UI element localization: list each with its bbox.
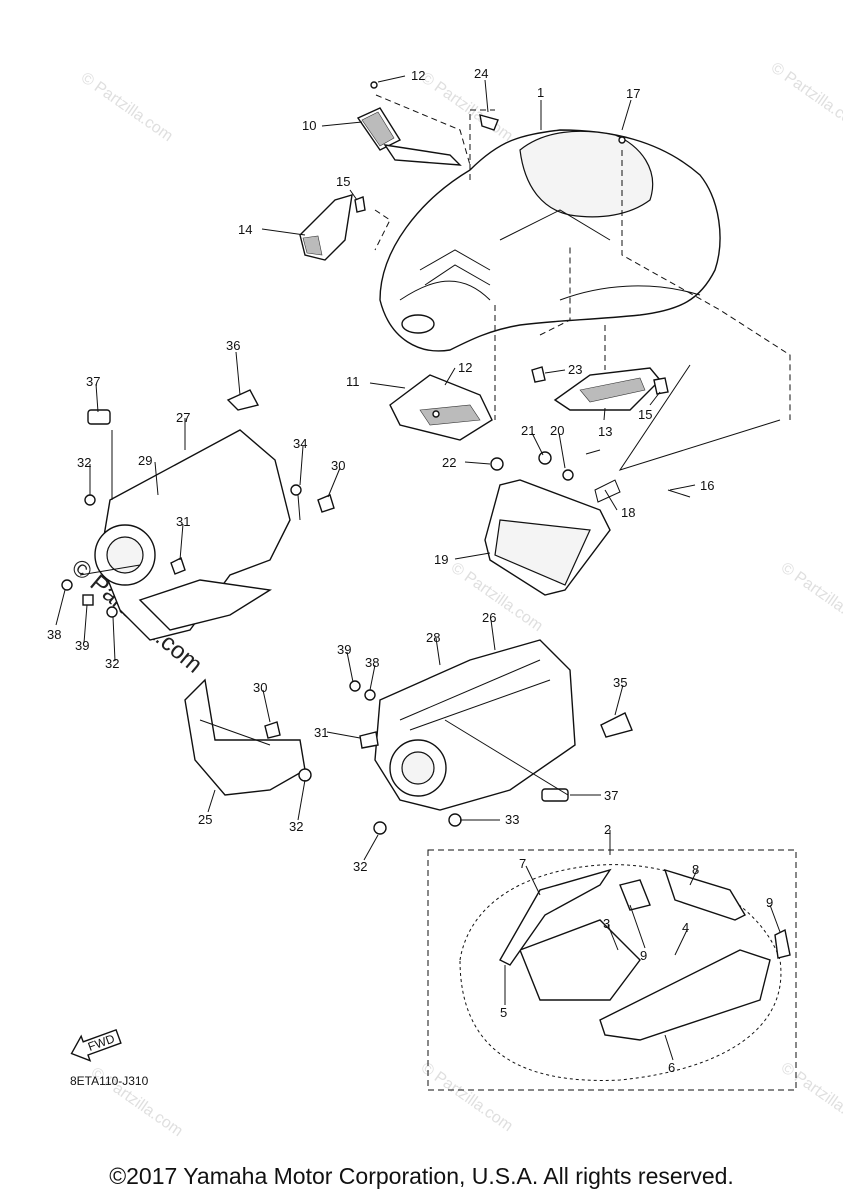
callout-26: 26 — [482, 610, 496, 625]
callout-32: 32 — [105, 656, 119, 671]
callout-8: 8 — [692, 862, 699, 877]
callout-4: 4 — [682, 920, 689, 935]
callout-38: 38 — [365, 655, 379, 670]
callout-3: 3 — [603, 916, 610, 931]
callout-38: 38 — [47, 627, 61, 642]
watermark-text: © Partzilla.com — [78, 69, 176, 145]
watermark-text: © Partzilla.com — [768, 59, 843, 135]
kit-part-2 — [427, 849, 797, 1091]
callout-18: 18 — [621, 505, 635, 520]
lower-cover-part-25 — [184, 678, 306, 796]
callout-leader-lines — [55, 75, 781, 1061]
callout-35: 35 — [613, 675, 627, 690]
callout-1: 1 — [537, 85, 544, 100]
watermark-text: © Partzilla.com — [418, 1059, 516, 1135]
copyright-notice: ©2017 Yamaha Motor Corporation, U.S.A. A… — [109, 1163, 734, 1189]
callout-23: 23 — [568, 362, 582, 377]
callout-15: 15 — [638, 407, 652, 422]
callout-21: 21 — [521, 423, 535, 438]
callout-27: 27 — [176, 410, 190, 425]
callout-32: 32 — [77, 455, 91, 470]
callout-32: 32 — [289, 819, 303, 834]
callout-31: 31 — [176, 514, 190, 529]
callout-6: 6 — [668, 1060, 675, 1075]
callout-22: 22 — [442, 455, 456, 470]
bracket-part-19 — [484, 479, 611, 596]
callout-14: 14 — [238, 222, 252, 237]
front-cowling-part-1 — [379, 129, 721, 352]
callout-2: 2 — [604, 822, 611, 837]
callout-30: 30 — [253, 680, 267, 695]
callout-10: 10 — [302, 118, 316, 133]
callout-13: 13 — [598, 424, 612, 439]
callout-12: 12 — [411, 68, 425, 83]
callout-11: 11 — [346, 374, 360, 389]
callout-9: 9 — [766, 895, 773, 910]
sticker-part-10 — [356, 107, 462, 166]
callout-31: 31 — [314, 725, 328, 740]
callout-25: 25 — [198, 812, 212, 827]
watermark-text: © Partzilla.com — [418, 69, 516, 145]
diagram-code: 8ETA110-J310 — [70, 1074, 149, 1088]
watermark-text: © Partzilla.com — [778, 559, 843, 635]
right-inner-panel-part-26 — [374, 639, 576, 811]
callout-37: 37 — [604, 788, 618, 803]
callout-28: 28 — [426, 630, 440, 645]
hardware-parts — [61, 81, 691, 835]
callout-12: 12 — [458, 360, 472, 375]
callout-33: 33 — [505, 812, 519, 827]
callout-39: 39 — [337, 642, 351, 657]
callout-32: 32 — [353, 859, 367, 874]
callout-29: 29 — [138, 453, 152, 468]
side-panel-part-14 — [299, 194, 353, 261]
left-inner-panel-part-27 — [94, 429, 291, 641]
watermark-text: © Partzilla.com — [778, 1059, 843, 1135]
callout-19: 19 — [434, 552, 448, 567]
callout-34: 34 — [293, 436, 307, 451]
callout-37: 37 — [86, 374, 100, 389]
fwd-arrow: FWD — [70, 1028, 122, 1062]
callout-17: 17 — [626, 86, 640, 101]
callout-15: 15 — [336, 174, 350, 189]
callout-24: 24 — [474, 66, 488, 81]
callout-5: 5 — [500, 1005, 507, 1020]
callout-36: 36 — [226, 338, 240, 353]
callout-numbers: 12 24 1 17 10 15 14 36 12 11 23 37 13 15… — [47, 66, 773, 1075]
callout-7: 7 — [519, 856, 526, 871]
callout-16: 16 — [700, 478, 714, 493]
callout-20: 20 — [550, 423, 564, 438]
callout-9: 9 — [640, 948, 647, 963]
callout-39: 39 — [75, 638, 89, 653]
assembly-lines — [79, 94, 791, 796]
callout-30: 30 — [331, 458, 345, 473]
panel-part-11 — [389, 374, 493, 441]
